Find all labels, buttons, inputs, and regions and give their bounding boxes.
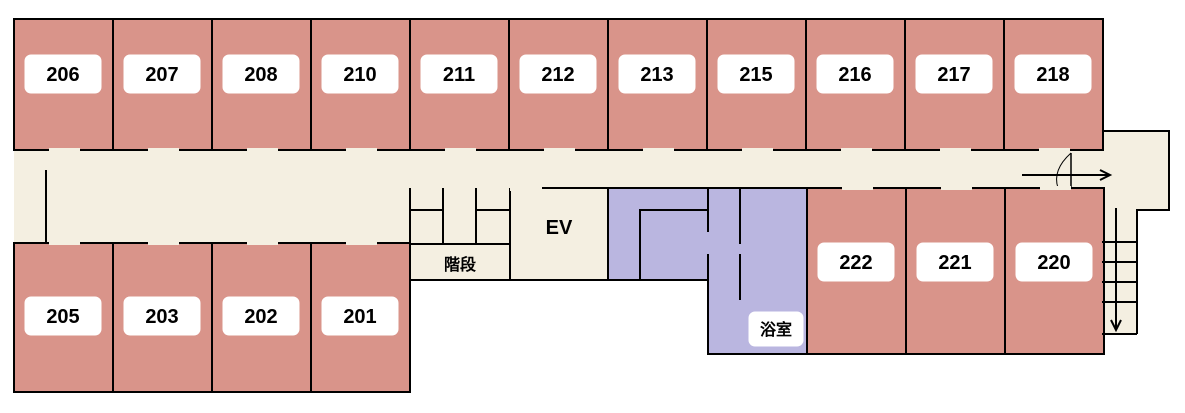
room-number: 201 <box>343 306 376 328</box>
room-210: 210 <box>310 18 411 151</box>
room-217: 217 <box>904 18 1005 151</box>
room-number-box <box>519 54 597 94</box>
elevator: EV <box>510 186 608 281</box>
stairs-label: 階段 <box>444 255 477 274</box>
elevator-label: EV <box>546 217 573 239</box>
room-202: 202 <box>211 242 312 393</box>
room-number-box <box>618 54 696 94</box>
bottom-right-rooms: 222 221 220 <box>806 187 1105 355</box>
room-number-box <box>1015 242 1093 282</box>
room-215: 215 <box>706 18 807 151</box>
room-number: 215 <box>739 64 772 86</box>
room-number-box <box>321 54 399 94</box>
room-number-box <box>24 54 102 94</box>
room-211: 211 <box>409 18 510 151</box>
room-216: 216 <box>805 18 906 151</box>
room-222: 222 <box>806 187 907 355</box>
room-number: 221 <box>938 252 971 274</box>
room-number-box <box>123 296 201 336</box>
room-208: 208 <box>211 18 312 151</box>
room-number-box <box>915 54 993 94</box>
room-number: 218 <box>1036 64 1069 86</box>
bath-label: 浴室 <box>760 320 792 339</box>
bath-area: 浴室 <box>607 187 808 355</box>
room-number: 208 <box>244 64 277 86</box>
stairs: 階段 <box>409 188 511 281</box>
bath-label-box <box>748 311 804 347</box>
room-221: 221 <box>905 187 1006 355</box>
room-207: 207 <box>112 18 213 151</box>
room-number-box <box>222 54 300 94</box>
room-number: 207 <box>145 64 178 86</box>
room-number-box <box>717 54 795 94</box>
room-206: 206 <box>13 18 114 151</box>
room-number-box <box>321 296 399 336</box>
room-number: 202 <box>244 306 277 328</box>
room-number: 217 <box>937 64 970 86</box>
room-203: 203 <box>112 242 213 393</box>
room-number: 220 <box>1037 252 1070 274</box>
room-number: 213 <box>640 64 673 86</box>
bottom-left-rooms: 205 203 202 201 <box>13 242 411 393</box>
room-number: 203 <box>145 306 178 328</box>
room-number-box <box>817 242 895 282</box>
corridor-walls <box>45 130 1170 392</box>
door-gaps <box>49 148 1071 245</box>
room-number: 216 <box>838 64 871 86</box>
room-number-box <box>420 54 498 94</box>
room-205: 205 <box>13 242 114 393</box>
room-number-box <box>1014 54 1092 94</box>
room-220: 220 <box>1004 187 1105 355</box>
room-number-box <box>24 296 102 336</box>
room-201: 201 <box>310 242 411 393</box>
room-number: 211 <box>443 64 475 86</box>
room-number: 205 <box>46 306 79 328</box>
room-number-box <box>916 242 994 282</box>
room-number-box <box>816 54 894 94</box>
room-number: 210 <box>343 64 376 86</box>
room-number-box <box>222 296 300 336</box>
room-212: 212 <box>508 18 609 151</box>
room-number: 212 <box>541 64 574 86</box>
room-number-box <box>123 54 201 94</box>
room-213: 213 <box>607 18 708 151</box>
room-number: 206 <box>46 64 79 86</box>
top-rooms: 206 207 208 210 211 212 213 215 216 217 218 <box>13 18 1104 151</box>
room-218: 218 <box>1003 18 1104 151</box>
emergency-stairs <box>1022 152 1137 333</box>
room-number: 222 <box>839 252 872 274</box>
